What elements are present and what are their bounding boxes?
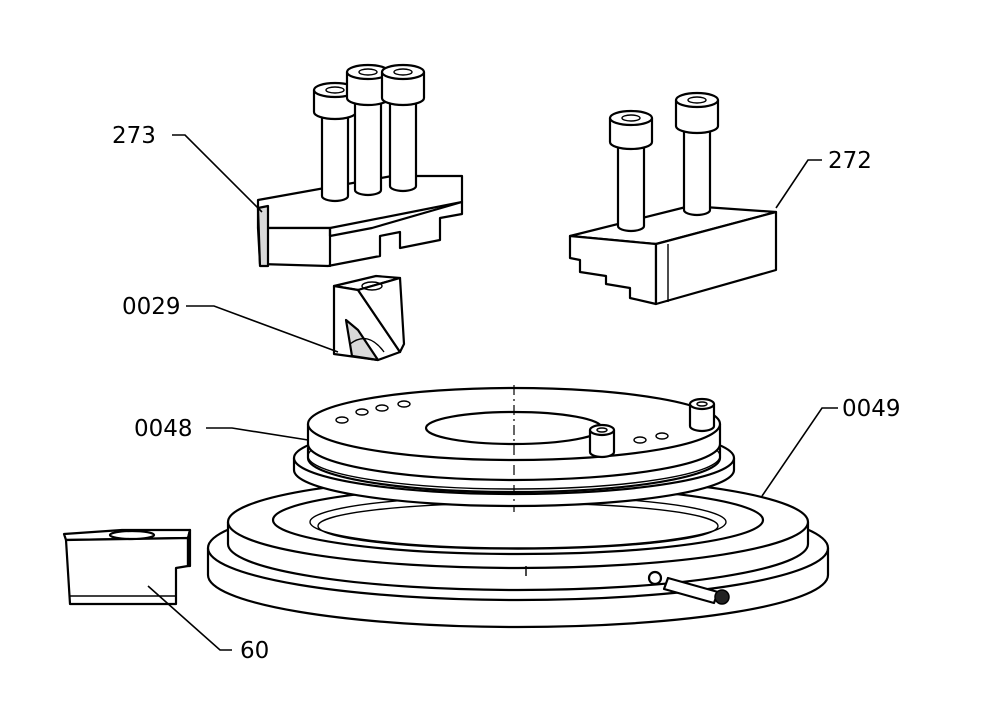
leader-272 xyxy=(775,159,822,209)
wedge-0029 xyxy=(332,274,406,362)
label-0048: 0048 xyxy=(134,416,193,442)
leader-60 xyxy=(147,585,232,651)
label-0029: 0029 xyxy=(122,294,181,320)
label-60: 60 xyxy=(240,638,269,664)
clamp-block-273 xyxy=(256,63,464,268)
leader-0048 xyxy=(206,427,309,441)
locating-pin-front xyxy=(588,423,616,459)
leader-0049 xyxy=(761,407,838,497)
label-273: 273 xyxy=(112,123,156,149)
bolt-273-a xyxy=(312,81,358,203)
block-60 xyxy=(62,528,192,606)
leader-0029 xyxy=(186,305,339,353)
bolt-273-b xyxy=(345,63,391,197)
bolt-272-b xyxy=(674,91,720,217)
clamp-block-272 xyxy=(568,91,778,306)
label-0049: 0049 xyxy=(842,396,901,422)
bolt-272-a xyxy=(608,109,654,233)
label-272: 272 xyxy=(828,148,872,174)
radial-pin xyxy=(647,570,730,605)
leader-lines xyxy=(147,134,838,651)
leader-273 xyxy=(172,134,263,213)
top-plate-0048 xyxy=(292,385,736,512)
locating-pin-rear xyxy=(688,397,716,433)
bolt-273-c xyxy=(380,63,426,193)
